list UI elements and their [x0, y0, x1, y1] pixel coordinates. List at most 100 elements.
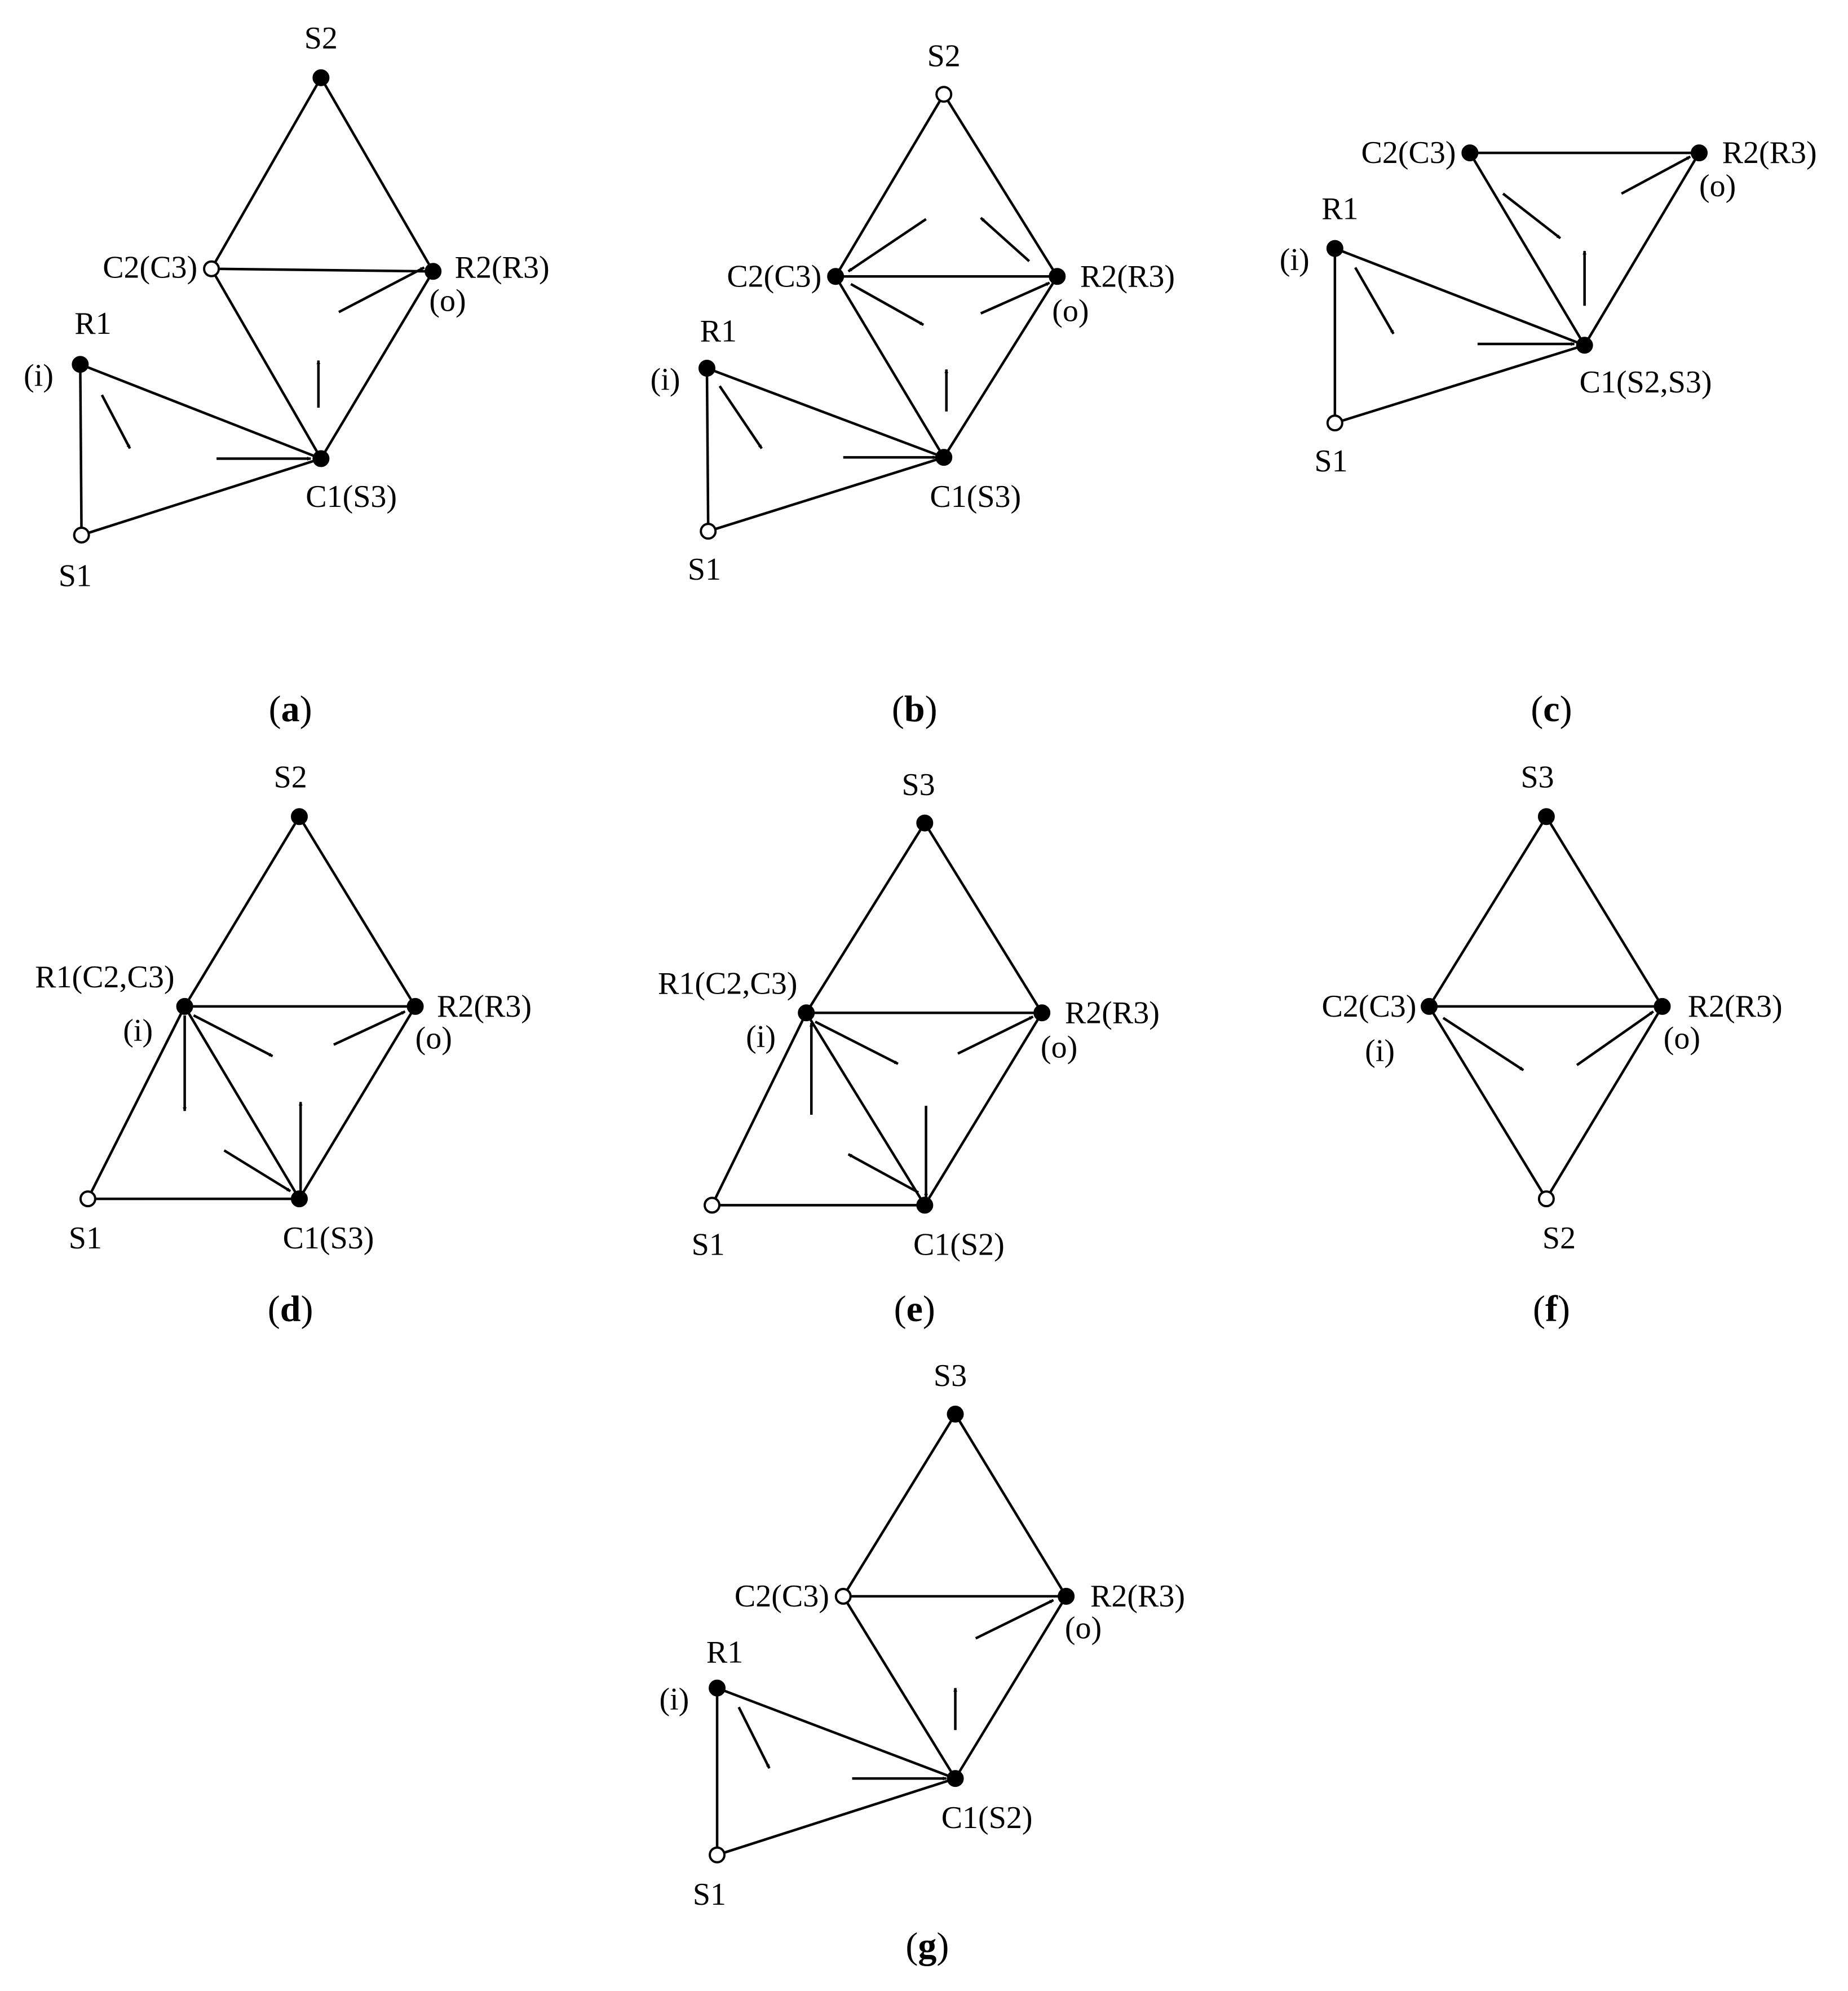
node-label-s2: S2 — [274, 760, 307, 794]
node-label-s1: S1 — [692, 1228, 725, 1262]
port-label-r1: (i) — [123, 1013, 153, 1048]
node-label-s2: S2 — [304, 21, 338, 56]
flow-arrow — [1354, 267, 1395, 335]
node-r2 — [406, 997, 424, 1015]
edge-r2-c1 — [954, 1595, 1068, 1780]
node-label-s2: S2 — [1542, 1221, 1576, 1256]
node-r2 — [1654, 997, 1671, 1015]
node-label-c1: C1(S2) — [913, 1228, 1005, 1262]
node-s2 — [290, 808, 308, 825]
panel-caption-b: (b) — [892, 688, 938, 730]
edge-s3-r2 — [1545, 815, 1664, 1008]
edge-s3-c2 — [842, 1412, 957, 1598]
edge-c2-c1 — [842, 1595, 957, 1780]
edge-r2-c1 — [942, 275, 1059, 459]
edge-s1-c1 — [1333, 344, 1586, 425]
node-c1 — [312, 450, 330, 467]
port-label-r1: (i) — [651, 362, 680, 397]
node-label-s1: S1 — [693, 1877, 726, 1912]
flow-arrow — [737, 1706, 771, 1769]
flow-arrow — [814, 1021, 899, 1065]
node-label-c2: C2(C3) — [735, 1579, 829, 1614]
edge-s3-r2 — [954, 1412, 1068, 1598]
node-label-r2: R2(R3) — [1722, 135, 1817, 170]
edge-c2-c1 — [1469, 151, 1586, 347]
flow-arrow — [980, 217, 1031, 262]
edge-c2-s2 — [1427, 1005, 1548, 1200]
edge-r2-c1 — [923, 1011, 1044, 1207]
flow-arrow — [223, 1149, 291, 1193]
edge-s3-c2 — [1427, 815, 1548, 1008]
edge-r1-s1 — [705, 367, 710, 533]
node-label-r1: R1 — [74, 306, 111, 341]
edge-s1-c1 — [715, 1777, 957, 1856]
node-label-r1: R1 — [700, 314, 737, 349]
flow-arrow — [957, 1015, 1034, 1055]
node-s1 — [79, 1190, 96, 1208]
node-c2 — [827, 268, 845, 285]
edge-c2-c1 — [834, 275, 945, 459]
edge-s3-r2 — [923, 822, 1044, 1014]
node-label-s1: S1 — [69, 1221, 102, 1256]
edge-r1-c1 — [715, 1687, 957, 1780]
node-c1 — [1576, 337, 1593, 354]
edge-r1-s1 — [79, 363, 83, 537]
node-label-s3: S3 — [1521, 760, 1554, 794]
node-s1 — [704, 1197, 721, 1214]
edge-s1-c1 — [706, 456, 945, 533]
edge-c2-c1 — [210, 267, 322, 460]
flow-arrow — [975, 1599, 1054, 1640]
flow-arrow — [1442, 1017, 1524, 1071]
edge-s2-r2 — [298, 815, 417, 1008]
flow-arrow — [1502, 192, 1562, 240]
flow-arrow — [333, 1010, 406, 1046]
panel-caption-c: (c) — [1531, 688, 1572, 730]
node-label-r1: R1(C2,C3) — [658, 966, 797, 1001]
node-label-r2: R2(R3) — [1080, 259, 1175, 294]
edge-r1-s1 — [86, 1005, 186, 1200]
flow-arrow — [850, 282, 925, 326]
edge-s2-c2 — [210, 76, 322, 270]
node-label-r1: R1 — [706, 1635, 743, 1670]
edge-r2-c1 — [320, 270, 435, 460]
panel-c: C2(C3)R2(R3)(o)R1(i)C1(S2,S3)S1(c) — [1280, 135, 1817, 730]
edge-s2-r1 — [183, 815, 301, 1008]
node-label-c1: C1(S3) — [930, 479, 1021, 514]
edge-c2-r2 — [210, 267, 435, 273]
port-label-r2: (o) — [1699, 169, 1736, 204]
node-r2 — [425, 263, 442, 280]
edge-s2-c2 — [834, 92, 945, 278]
node-s1 — [700, 523, 717, 540]
port-label-r2: (o) — [429, 283, 466, 318]
flow-arrow — [1621, 155, 1691, 195]
port-label-r2: (o) — [1664, 1021, 1700, 1056]
edge-s2-r2 — [942, 92, 1059, 278]
node-label-c2: C2(C3) — [103, 250, 197, 285]
node-label-r2: R2(R3) — [437, 989, 532, 1024]
node-s2 — [312, 69, 330, 86]
node-s1 — [1326, 414, 1343, 432]
node-r1 — [698, 359, 715, 377]
flow-arrow — [847, 1153, 919, 1194]
node-label-c1: C1(S3) — [306, 479, 397, 514]
node-r1 — [798, 1004, 815, 1022]
flow-arrow — [338, 266, 425, 314]
node-label-s1: S1 — [59, 558, 92, 593]
node-c2 — [834, 1588, 852, 1605]
port-label-r2: (o) — [1052, 293, 1089, 328]
flow-arrow — [980, 281, 1050, 315]
port-label-r1: (i) — [24, 359, 54, 394]
node-c1 — [947, 1770, 964, 1787]
node-c2 — [1461, 144, 1479, 162]
node-label-s2: S2 — [927, 38, 961, 73]
panel-caption-g: (g) — [905, 1926, 949, 1967]
node-label-s1: S1 — [1314, 444, 1347, 479]
node-s1 — [73, 526, 90, 544]
flow-arrow — [847, 218, 927, 273]
node-label-c1: C1(S2) — [941, 1800, 1033, 1835]
node-r2 — [1058, 1588, 1075, 1605]
